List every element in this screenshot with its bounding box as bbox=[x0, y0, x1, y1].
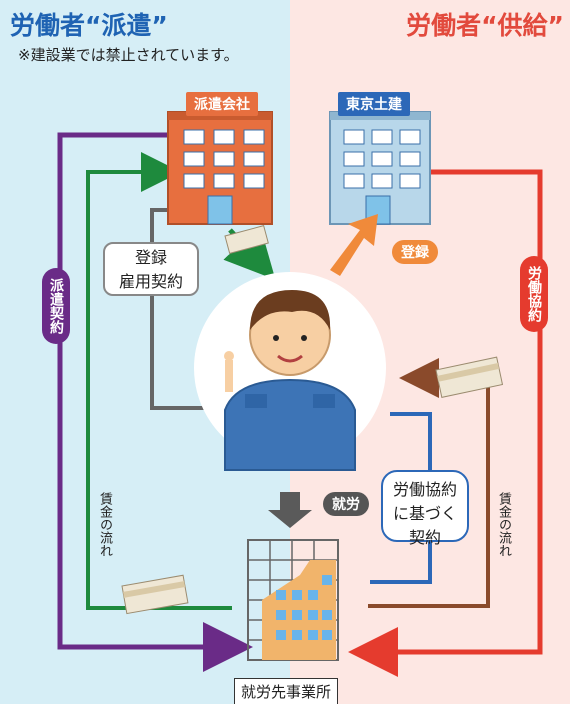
agreement-line-1: 労働協約 bbox=[392, 480, 457, 499]
dispatch-contract-line bbox=[57, 132, 253, 672]
employment-pill: 就労 bbox=[323, 492, 369, 516]
supply-title: 労働者“供給” bbox=[406, 11, 564, 40]
dispatch-company-label: 派遣会社 bbox=[186, 92, 258, 116]
registration-pill: 登録 bbox=[392, 240, 438, 264]
registration-arrow-icon bbox=[330, 214, 378, 276]
wage-flow-left-label: 賃金の流れ bbox=[97, 492, 112, 557]
tokyo-doken-label: 東京土建 bbox=[338, 92, 410, 116]
employment-arrow-icon bbox=[268, 492, 312, 528]
registration-line bbox=[150, 208, 205, 410]
labor-agreement-line bbox=[348, 169, 543, 677]
wage-flow-right-label: 賃金の流れ bbox=[496, 492, 511, 557]
registration-contract-box: 登録 雇用契約 bbox=[103, 242, 199, 296]
workplace-label: 就労先事業所 bbox=[234, 678, 339, 704]
agreement-line-3: 契約 bbox=[408, 528, 441, 547]
employment-contract-text: 雇用契約 bbox=[118, 272, 183, 291]
dispatch-title: 労働者“派遣” bbox=[10, 11, 168, 40]
worker-icon bbox=[194, 272, 386, 471]
registration-text: 登録 bbox=[134, 248, 167, 267]
workplace-building-icon bbox=[247, 539, 339, 661]
dispatch-contract-label: 派遣契約 bbox=[42, 268, 70, 344]
construction-note: ※建設業では禁止されています。 bbox=[18, 46, 239, 64]
dispatch-company-building-icon bbox=[167, 111, 273, 225]
agreement-line-2: に基づく bbox=[392, 504, 457, 523]
money-bundle-icon bbox=[121, 225, 504, 615]
labor-agreement-label: 労働協約 bbox=[520, 256, 548, 332]
agreement-contract-box: 労働協約 に基づく 契約 bbox=[381, 470, 469, 547]
tokyo-doken-building-icon bbox=[329, 111, 431, 225]
